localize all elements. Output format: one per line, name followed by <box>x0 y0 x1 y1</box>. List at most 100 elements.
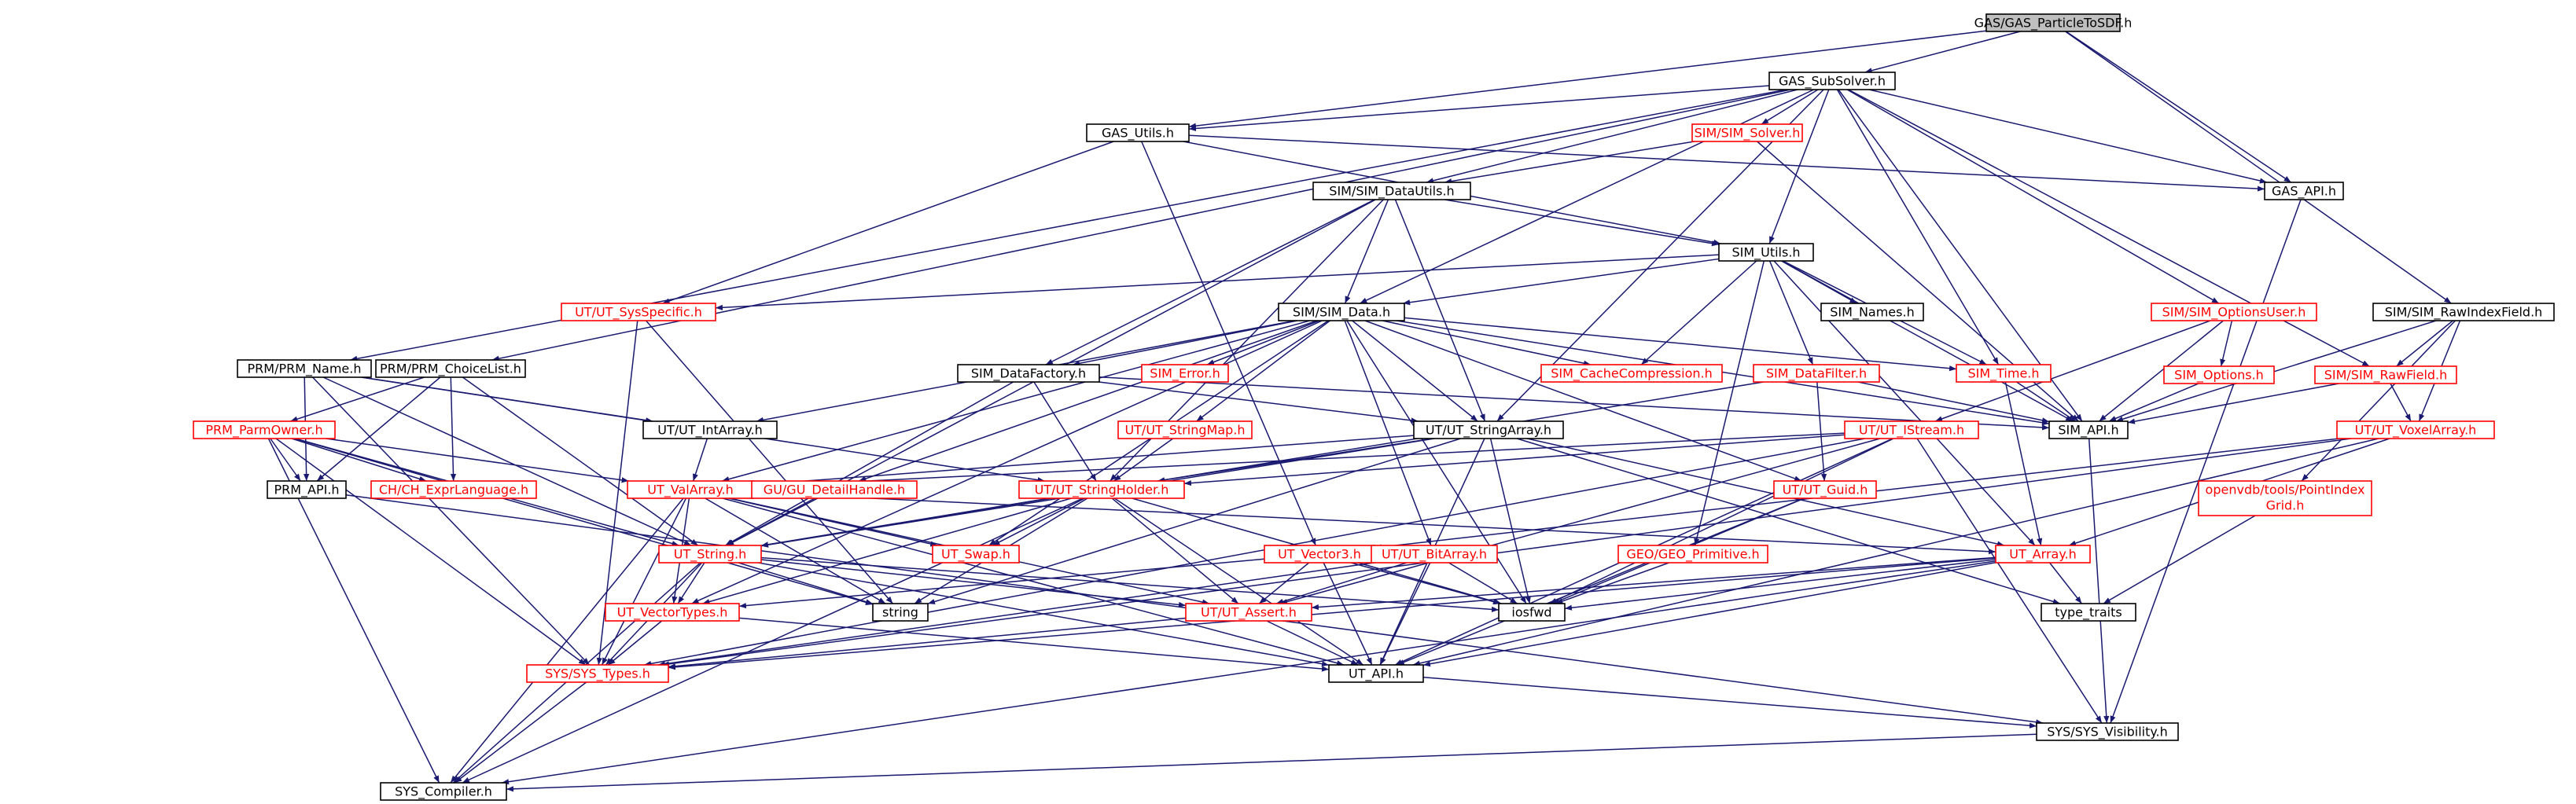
node-sim_cachecompression[interactable]: SIM_CacheCompression.h <box>1540 364 1723 383</box>
node-label: UT_API.h <box>1349 666 1404 682</box>
node-ut_guid[interactable]: UT/UT_Guid.h <box>1773 480 1877 499</box>
node-label: UT_Array.h <box>2009 547 2077 563</box>
edge-sim_datafactory-to-ut_string <box>724 381 1014 546</box>
node-ut_bitarray[interactable]: UT/UT_BitArray.h <box>1371 545 1498 564</box>
edge-ut_stringholder-to-ut_swap <box>992 497 1085 546</box>
node-sim_datafilter[interactable]: SIM_DataFilter.h <box>1753 364 1880 383</box>
node-ut_valarray[interactable]: UT_ValArray.h <box>627 480 754 499</box>
node-label: SIM/SIM_Data.h <box>1293 305 1390 321</box>
edge-ut_vectortypes-to-sys_types <box>607 620 663 666</box>
node-ut_sysspecific[interactable]: UT/UT_SysSpecific.h <box>561 303 716 321</box>
node-ut_istream[interactable]: UT/UT_IStream.h <box>1844 420 1979 439</box>
node-sim_api[interactable]: SIM_API.h <box>2048 420 2129 439</box>
node-sim_utils[interactable]: SIM_Utils.h <box>1718 243 1814 262</box>
node-box <box>1185 603 1312 622</box>
node-ut_assert[interactable]: UT/UT_Assert.h <box>1185 603 1312 622</box>
node-ut_vectortypes[interactable]: UT_VectorTypes.h <box>605 603 740 622</box>
edge-sys_visibility-to-sys_compiler <box>506 733 2037 792</box>
edge-ut_stringarray-to-string <box>927 438 1461 604</box>
node-label: type_traits <box>2055 605 2122 621</box>
edge-openvdb_pig-to-type_traits <box>2103 515 2256 604</box>
edge-ut_stringholder-to-ut_string <box>760 497 1050 548</box>
node-sim_data[interactable]: SIM/SIM_Data.h <box>1278 303 1405 321</box>
node-gas_api[interactable]: GAS_API.h <box>2264 182 2344 200</box>
node-sim_optionsuser[interactable]: SIM/SIM_OptionsUser.h <box>2151 303 2317 321</box>
edge-prm_parmowner-to-string <box>294 438 874 605</box>
node-ut_swap[interactable]: UT_Swap.h <box>932 545 1020 564</box>
node-type_traits[interactable]: type_traits <box>2041 603 2136 622</box>
node-prm_choicelist[interactable]: PRM/PRM_ChoiceList.h <box>375 359 526 378</box>
edge-sim_optionsuser-to-ut_istream <box>1934 320 2211 422</box>
node-box <box>1086 123 1190 142</box>
node-ut_api[interactable]: UT_API.h <box>1328 664 1424 683</box>
node-sim_rawindexfield[interactable]: SIM/SIM_RawIndexField.h <box>2372 303 2555 321</box>
node-sys_types[interactable]: SYS/SYS_Types.h <box>526 664 669 683</box>
node-label: UT_String.h <box>674 547 746 563</box>
node-sim_solver[interactable]: SIM/SIM_Solver.h <box>1691 123 1803 142</box>
node-ut_string[interactable]: UT_String.h <box>658 545 762 564</box>
node-label: UT/UT_StringMap.h <box>1124 423 1245 439</box>
node-box <box>605 603 740 622</box>
edge-ut_stringholder-to-ut_vectortypes <box>702 497 1072 604</box>
edge-sim_optionsuser-to-sim_options <box>2220 320 2233 367</box>
node-box <box>2041 603 2136 622</box>
node-ut_voxelarray[interactable]: UT/UT_VoxelArray.h <box>2336 420 2495 439</box>
node-ch_exprlanguage[interactable]: CH/CH_ExprLanguage.h <box>370 480 537 499</box>
node-sys_visibility[interactable]: SYS/SYS_Visibility.h <box>2036 722 2179 741</box>
edge-gas_subsolver-to-sim_time <box>1836 89 2000 365</box>
node-string[interactable]: string <box>872 603 929 622</box>
node-sim_datafactory[interactable]: SIM_DataFactory.h <box>957 364 1100 383</box>
node-ut_intarray[interactable]: UT/UT_IntArray.h <box>642 420 778 439</box>
edge-ut_vector3-to-iosfwd <box>1350 562 1501 605</box>
edge-sim_data-to-sim_datafactory <box>1072 320 1298 366</box>
node-box <box>1371 545 1498 564</box>
node-box <box>2336 420 2495 439</box>
node-label: SIM_DataFilter.h <box>1766 366 1867 382</box>
node-gu_detailhandle[interactable]: GU/GU_DetailHandle.h <box>751 480 918 499</box>
edge-ut_array-to-sys_compiler <box>501 560 1996 785</box>
node-box <box>2163 365 2275 384</box>
node-ut_stringholder[interactable]: UT/UT_StringHolder.h <box>1018 480 1185 499</box>
node-label: CH/CH_ExprLanguage.h <box>379 483 528 498</box>
edge-ut_string-to-string <box>738 562 874 605</box>
edge-sim_rawfield-to-sim_api <box>2127 383 2339 424</box>
node-ut_stringmap[interactable]: UT/UT_StringMap.h <box>1117 420 1253 439</box>
node-prm_name[interactable]: PRM/PRM_Name.h <box>237 359 372 378</box>
node-sim_options[interactable]: SIM_Options.h <box>2163 365 2275 384</box>
edge-ut_array-to-type_traits <box>2049 562 2082 604</box>
node-box <box>872 603 929 622</box>
node-ut_array[interactable]: UT_Array.h <box>1995 545 2091 564</box>
node-label: SYS_Compiler.h <box>395 784 492 800</box>
node-box <box>658 545 762 564</box>
node-root[interactable]: GAS/GAS_ParticleToSDF.h <box>1974 13 2133 32</box>
node-ut_vector3[interactable]: UT_Vector3.h <box>1264 545 1375 564</box>
node-box <box>1956 364 2052 383</box>
node-box <box>1141 364 1229 383</box>
node-sim_error[interactable]: SIM_Error.h <box>1141 364 1229 383</box>
node-sys_compiler[interactable]: SYS_Compiler.h <box>380 782 507 801</box>
node-label: SIM/SIM_RawIndexField.h <box>2385 305 2543 321</box>
node-sim_datautils[interactable]: SIM/SIM_DataUtils.h <box>1312 182 1471 200</box>
node-prm_parmowner[interactable]: PRM_ParmOwner.h <box>193 420 336 439</box>
edge-gas_subsolver-to-gas_api <box>1868 89 2268 184</box>
node-gas_subsolver[interactable]: GAS_SubSolver.h <box>1768 72 1896 90</box>
node-label: SYS/SYS_Types.h <box>545 666 650 682</box>
edge-ut_stringarray-to-ut_valarray <box>753 435 1415 487</box>
node-sim_names[interactable]: SIM_Names.h <box>1820 303 1924 321</box>
node-gas_utils[interactable]: GAS_Utils.h <box>1086 123 1190 142</box>
node-prm_api[interactable]: PRM_API.h <box>267 480 347 499</box>
edge-ut_stringarray-to-ut_array <box>1526 438 2005 547</box>
node-label: SYS/SYS_Visibility.h <box>2047 725 2168 740</box>
node-geo_primitive[interactable]: GEO/GEO_Primitive.h <box>1617 545 1768 564</box>
node-ut_stringarray[interactable]: UT/UT_StringArray.h <box>1413 420 1564 439</box>
node-label: SIM_Error.h <box>1150 366 1220 382</box>
node-box <box>1413 420 1564 439</box>
node-sim_time[interactable]: SIM_Time.h <box>1956 364 2052 383</box>
edge-sim_solver-to-sim_datautils <box>1444 141 1695 185</box>
node-iosfwd[interactable]: iosfwd <box>1498 603 1566 622</box>
node-sim_rawfield[interactable]: SIM/SIM_RawField.h <box>2314 365 2457 384</box>
node-label: UT_Swap.h <box>941 547 1010 563</box>
node-label: GAS_SubSolver.h <box>1779 74 1886 90</box>
edge-sim_datautils-to-sim_data <box>1344 199 1389 304</box>
